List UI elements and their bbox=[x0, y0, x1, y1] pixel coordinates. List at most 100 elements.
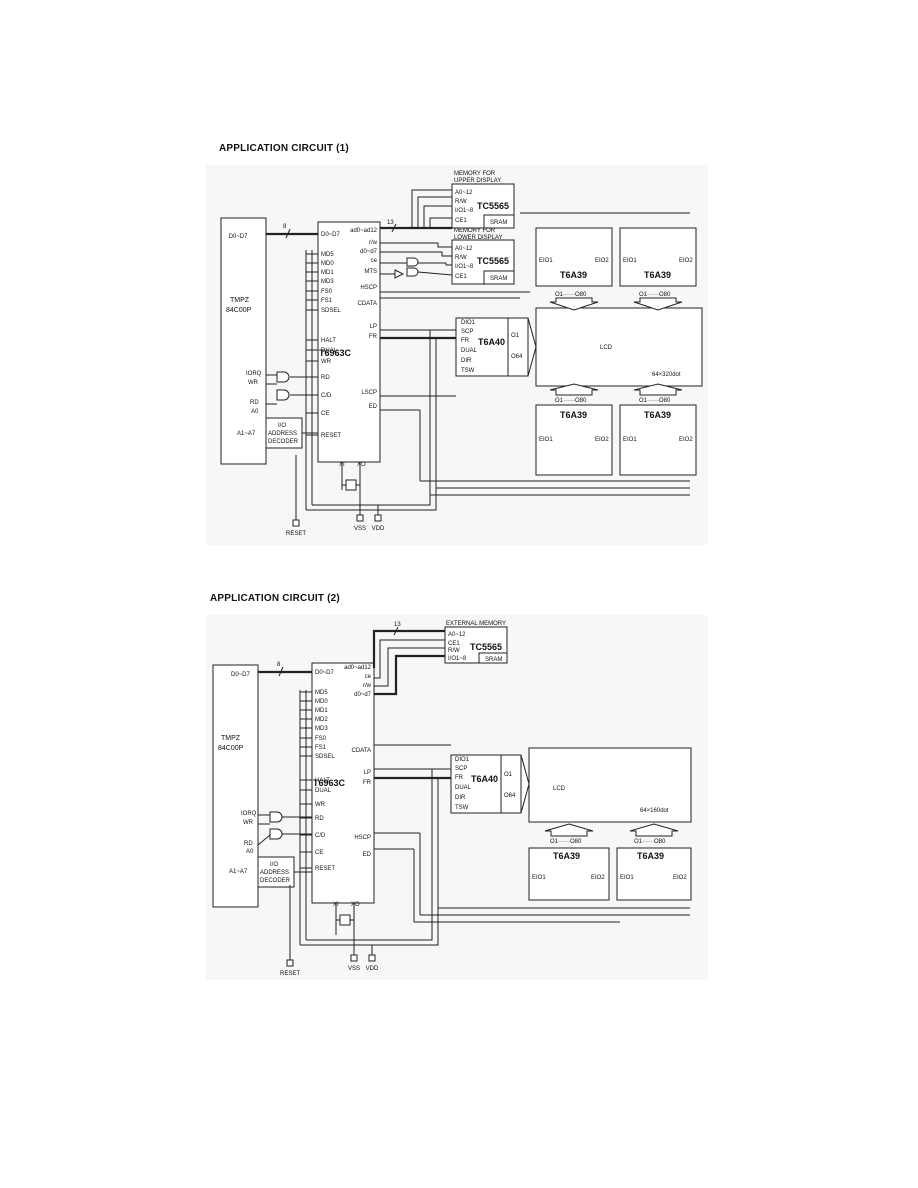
controller-pin: FS1 bbox=[321, 298, 333, 304]
terminal bbox=[292, 519, 300, 527]
decoder-line: DECODER bbox=[268, 439, 299, 445]
controller-pin: DUAL bbox=[315, 788, 332, 794]
controller-pin: LP bbox=[364, 770, 371, 776]
controller-name: T6963C bbox=[319, 348, 352, 358]
circuit1-heading: APPLICATION CIRCUIT (1) bbox=[219, 143, 349, 154]
column-output: O1······O80 bbox=[555, 398, 587, 404]
sram-pin: CE1 bbox=[455, 274, 467, 280]
controller-pin: MD3 bbox=[321, 279, 334, 285]
column-driver bbox=[535, 227, 613, 287]
column-driver bbox=[535, 404, 613, 476]
controller-pin: CE bbox=[321, 411, 329, 417]
sram-pin: I/O1~8 bbox=[455, 264, 474, 270]
controller-pin: D0~D7 bbox=[321, 232, 341, 238]
cpu-signal: WR bbox=[243, 820, 254, 826]
cpu-signal: A0 bbox=[251, 409, 259, 415]
controller-pin: WR bbox=[321, 359, 332, 365]
column-driver-name: T6A39 bbox=[644, 410, 671, 420]
power-label: RESET bbox=[286, 531, 306, 537]
controller-pin: MD0 bbox=[321, 261, 334, 267]
controller-pin: ad0~ad12 bbox=[350, 228, 378, 234]
row-output: O64 bbox=[511, 354, 523, 360]
terminal bbox=[286, 959, 294, 967]
controller-pin: r/w bbox=[369, 240, 378, 246]
controller-pin: TSW bbox=[461, 368, 475, 374]
sram-lower bbox=[451, 239, 515, 285]
terminal bbox=[356, 514, 364, 522]
cpu-signal: RD bbox=[244, 841, 253, 847]
sram-type: SRAM bbox=[490, 220, 507, 226]
terminal bbox=[374, 514, 382, 522]
eio-label: EIO1 bbox=[532, 875, 546, 881]
column-output: O1······O80 bbox=[639, 398, 671, 404]
sram-type: SRAM bbox=[490, 276, 507, 282]
row-driver-name: T6A40 bbox=[478, 337, 505, 347]
decoder-line: I/O bbox=[270, 862, 278, 868]
sram-caption: EXTERNAL MEMORY bbox=[446, 621, 506, 627]
controller-pin: CDATA bbox=[352, 748, 371, 754]
decoder-line: I/O bbox=[278, 423, 286, 429]
eio-label: EIO2 bbox=[673, 875, 687, 881]
column-driver bbox=[619, 227, 697, 287]
row-output: O1 bbox=[504, 772, 513, 778]
controller-pin: DUAL bbox=[321, 348, 338, 354]
controller-pin: SCP bbox=[461, 329, 473, 335]
sram-type: SRAM bbox=[485, 657, 502, 663]
decoder-line: ADDRESS bbox=[260, 870, 289, 876]
controller-block bbox=[311, 662, 375, 904]
power-label: VDD bbox=[366, 966, 379, 972]
sram-upper-chip: TC5565 bbox=[477, 201, 509, 211]
lcd-size: 64×160dot bbox=[640, 808, 669, 814]
controller-pin: DIR bbox=[455, 795, 466, 801]
controller-pin: r/w bbox=[363, 683, 372, 689]
column-output: O1······O80 bbox=[634, 839, 666, 845]
column-driver bbox=[616, 847, 692, 901]
controller-pin: FS1 bbox=[315, 745, 327, 751]
sram-chip: TC5565 bbox=[470, 642, 502, 652]
controller-pin: ED bbox=[363, 852, 372, 858]
controller-pin: LP bbox=[370, 324, 377, 330]
row-driver-name: T6A40 bbox=[471, 774, 498, 784]
controller-pin: FS0 bbox=[315, 736, 327, 742]
controller-pin: FR bbox=[455, 775, 464, 781]
controller-pin: MD3 bbox=[315, 726, 328, 732]
controller-pin: RESET bbox=[321, 433, 341, 439]
row-output: O1 bbox=[511, 333, 520, 339]
controller-pin: MD2 bbox=[315, 717, 328, 723]
sram-pin: A0~12 bbox=[455, 246, 473, 252]
row-driver bbox=[455, 317, 509, 377]
controller-pin: d0~d7 bbox=[360, 249, 378, 255]
eio-label: EIO1 bbox=[539, 258, 553, 264]
controller-pin: MD5 bbox=[315, 690, 328, 696]
controller-pin: MD1 bbox=[315, 708, 328, 714]
bus-width: 8 bbox=[277, 662, 281, 668]
column-output: O1······O80 bbox=[639, 292, 671, 298]
controller-name: T6963C bbox=[313, 778, 346, 788]
pin-xo: XO bbox=[351, 902, 360, 908]
lcd-panel bbox=[528, 747, 692, 823]
controller-pin: MD5 bbox=[321, 252, 334, 258]
sram-pin: CE1 bbox=[448, 641, 460, 647]
cpu-signal: IORQ bbox=[241, 811, 257, 817]
eio-label: EIO1 bbox=[623, 258, 637, 264]
sram-upper-caption: MEMORY FOR bbox=[454, 171, 496, 177]
controller-pin: MD0 bbox=[315, 699, 328, 705]
controller-pin: ce bbox=[365, 674, 372, 680]
row-output: O64 bbox=[504, 793, 516, 799]
controller-pin: DIR bbox=[461, 358, 472, 364]
cpu-block bbox=[220, 217, 267, 465]
controller-pin: FS0 bbox=[321, 289, 333, 295]
sram-lower-chip: TC5565 bbox=[477, 256, 509, 266]
controller-pin: D0~D7 bbox=[315, 670, 335, 676]
controller-pin: C/D bbox=[321, 393, 332, 399]
controller-pin: HSCP bbox=[360, 285, 377, 291]
cpu-signal: WR bbox=[248, 380, 259, 386]
address-decoder bbox=[265, 417, 303, 449]
sram-pin: R/W bbox=[455, 255, 467, 261]
cpu-signal: D0~D7 bbox=[229, 234, 249, 240]
controller-pin: FR bbox=[461, 338, 470, 344]
address-decoder bbox=[257, 856, 295, 888]
controller-pin: HALT bbox=[315, 778, 330, 784]
sram-pin: I/O1~8 bbox=[448, 656, 467, 662]
controller-pin: DIO1 bbox=[461, 320, 476, 326]
